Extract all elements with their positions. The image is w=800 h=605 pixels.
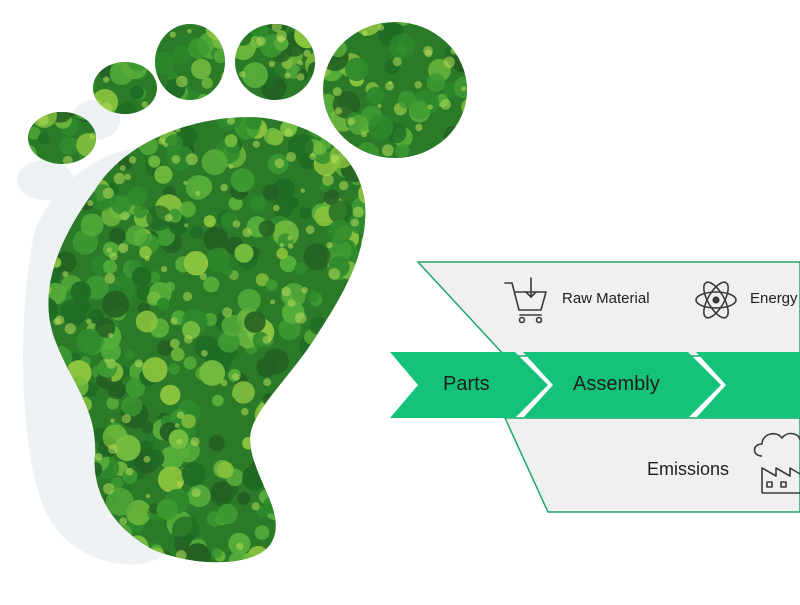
inputs-panel <box>418 262 800 356</box>
raw-material-label: Raw Material <box>562 290 650 307</box>
emissions-label: Emissions <box>647 459 729 480</box>
assembly-label: Assembly <box>573 373 660 396</box>
energy-label: Energy <box>750 290 798 307</box>
parts-label: Parts <box>443 373 490 396</box>
